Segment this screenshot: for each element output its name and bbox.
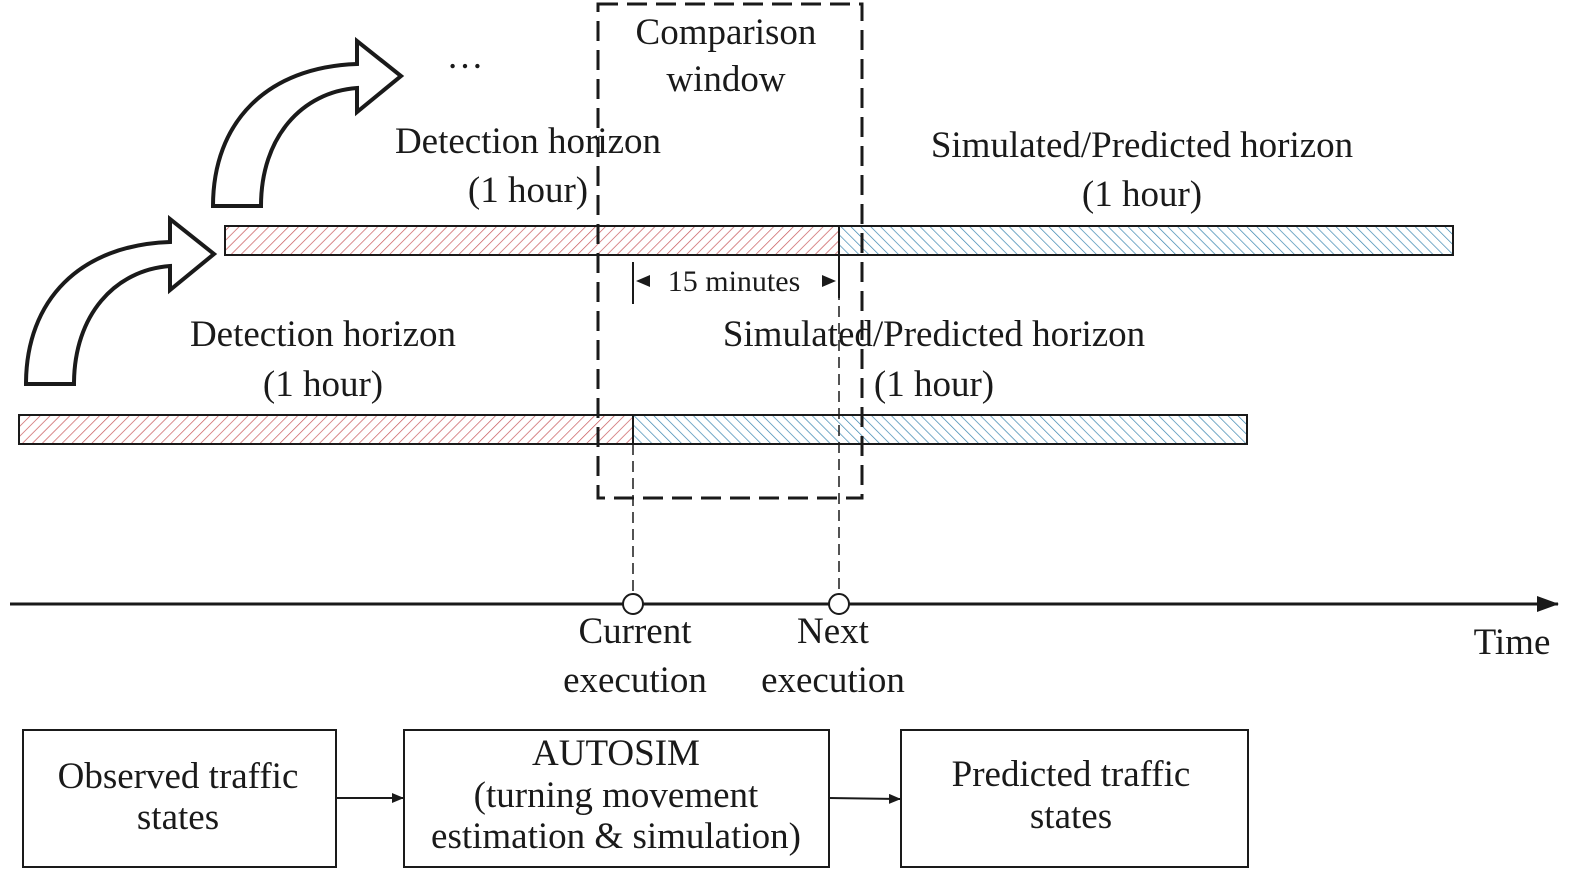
- current-execution-label-line2: execution: [563, 660, 707, 701]
- upper-detection-title: Detection horizon: [395, 121, 661, 162]
- upper-detection-duration: (1 hour): [468, 170, 588, 211]
- ellipsis: …: [447, 36, 484, 77]
- interval-arrow-right: [822, 275, 836, 287]
- next-execution-marker: [828, 593, 850, 615]
- autosim-line3: estimation & simulation): [431, 816, 801, 857]
- next-execution-label-line2: execution: [761, 660, 905, 701]
- observed-states-line1: Observed traffic: [58, 756, 299, 797]
- autosim-line1: AUTOSIM: [532, 733, 700, 774]
- predicted-states-line2: states: [1030, 796, 1112, 837]
- comparison-window-label-line2: window: [666, 59, 786, 100]
- current-execution-label-line1: Current: [578, 611, 692, 652]
- comparison-window: [596, 2, 864, 500]
- predicted-states-box: [900, 729, 1249, 868]
- observed-states-box: [22, 729, 337, 868]
- lower-predicted-duration: (1 hour): [874, 364, 994, 405]
- upper-detection-bar: [224, 225, 840, 256]
- time-axis-label: Time: [1474, 622, 1551, 663]
- lower-detection-title: Detection horizon: [190, 314, 456, 355]
- shift-arrow-upper: [210, 36, 405, 208]
- predicted-states-line1: Predicted traffic: [952, 754, 1191, 795]
- lower-predicted-title: Simulated/Predicted horizon: [723, 314, 1145, 355]
- upper-predicted-duration: (1 hour): [1082, 174, 1202, 215]
- autosim-box: [403, 729, 830, 868]
- interval-label: 15 minutes: [668, 265, 801, 298]
- shift-arrow-lower: [23, 214, 218, 386]
- lower-detection-bar: [18, 414, 634, 445]
- upper-predicted-bar: [838, 225, 1454, 256]
- lower-detection-duration: (1 hour): [263, 364, 383, 405]
- next-execution-label-line1: Next: [797, 611, 870, 652]
- comparison-window-label-line1: Comparison: [636, 12, 817, 53]
- upper-predicted-title: Simulated/Predicted horizon: [931, 125, 1353, 166]
- interval-arrow-left: [636, 275, 650, 287]
- lower-predicted-bar: [632, 414, 1248, 445]
- flow-arrow-autosim-to-predicted: [828, 793, 901, 804]
- current-execution-marker: [622, 593, 644, 615]
- observed-states-line2: states: [137, 797, 219, 838]
- autosim-line2: (turning movement: [474, 775, 759, 816]
